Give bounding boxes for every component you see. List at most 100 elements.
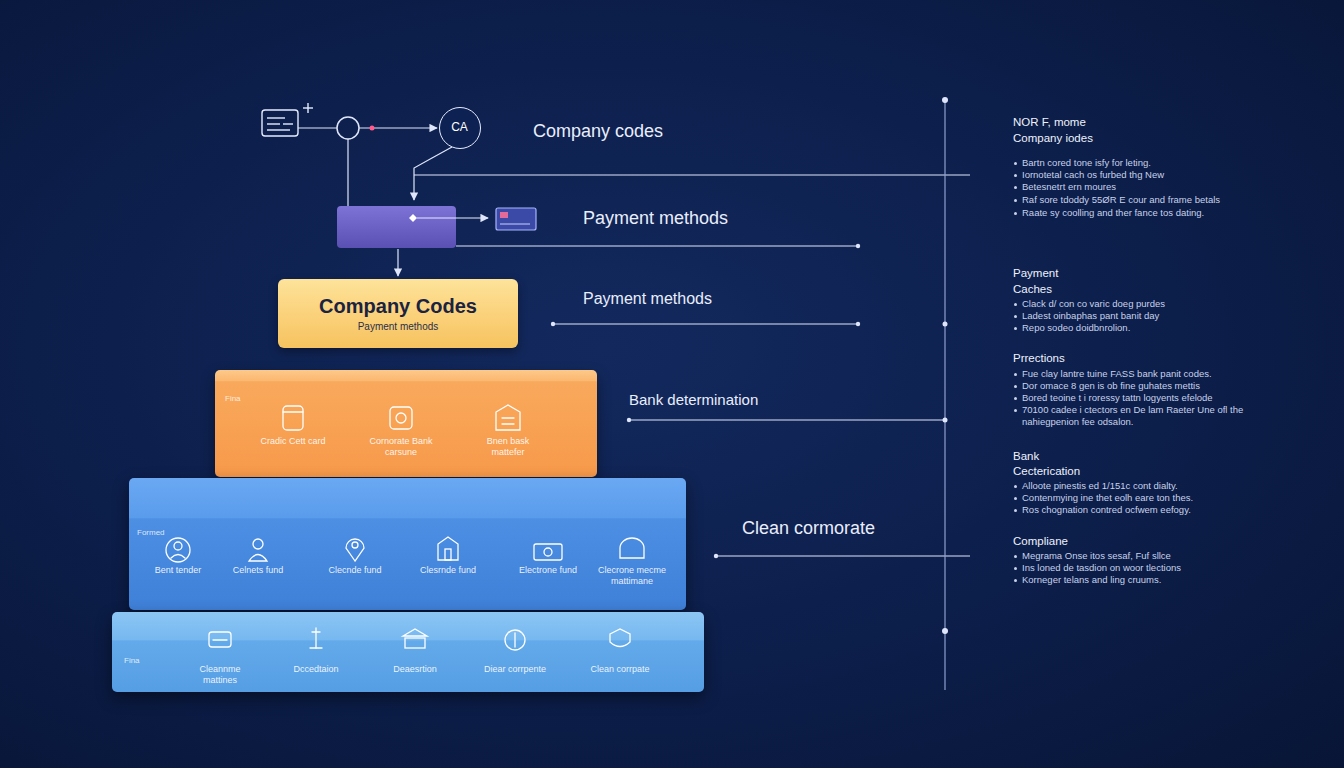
bullet-dot	[1014, 174, 1017, 177]
pin-icon	[346, 539, 364, 561]
icon-label: Clecnde fund	[320, 565, 390, 576]
bullet-item: Ros chognation contred ocfwem eefogy.	[1013, 504, 1263, 516]
section-heading: Compliane	[1013, 535, 1068, 547]
icon-label: Cornorate Bank carsune	[366, 436, 436, 458]
section-heading: Bank	[1013, 450, 1039, 462]
purple-box-arrow	[409, 208, 536, 230]
dollar-icon	[505, 630, 525, 650]
bullet-item: Ladest oinbaphas pant banit day	[1013, 310, 1263, 322]
icon-label: Bnen bask mattefer	[473, 436, 543, 458]
bullet-text: Fue clay lantre tuine FASS bank panit co…	[1022, 368, 1212, 379]
layer-label: Payment methods	[583, 290, 712, 308]
icon-label: Cleannme mattines	[182, 664, 258, 686]
bullet-item: Bored teoine t i roressy tattn logyents …	[1013, 392, 1263, 404]
tool-icon	[310, 628, 322, 648]
bullet-dot	[1014, 373, 1017, 376]
bullet-text: Ladest oinbaphas pant banit day	[1022, 310, 1159, 321]
bullet-item: Dor omace 8 gen is ob fine guhates metti…	[1013, 380, 1263, 392]
bullet-item: Korneger telans and ling cruums.	[1013, 574, 1263, 586]
bullet-dot	[1014, 162, 1017, 165]
box-subtitle: Payment methods	[278, 321, 518, 332]
icon-label: Clesrnde fund	[413, 565, 483, 576]
bullet-dot	[1014, 555, 1017, 558]
bullet-dot	[1014, 509, 1017, 512]
icon-label: Clean corrpate	[582, 664, 658, 675]
bullet-text: Iornotetal cach os furbed thg New	[1022, 169, 1164, 180]
bullet-text: Ins loned de tasdion on woor tlections	[1022, 562, 1181, 573]
slab-tag: Formed	[137, 528, 197, 537]
bullet-text: Alloote pinestis ed 1/151c cont dialty.	[1022, 480, 1178, 491]
bullet-dot	[1014, 567, 1017, 570]
bullet-dot	[1014, 315, 1017, 318]
bullet-text: 70100 cadee i ctectors en De lam Raeter …	[1022, 404, 1243, 427]
card-icon	[262, 103, 313, 136]
bullet-dot	[1014, 212, 1017, 215]
slab-tag: Fina	[225, 394, 285, 403]
section-heading: Caches	[1013, 283, 1052, 295]
bullet-item: Fue clay lantre tuine FASS bank panit co…	[1013, 368, 1263, 380]
section-heading: Company iodes	[1013, 132, 1093, 144]
bullet-item: 70100 cadee i ctectors en De lam Raeter …	[1013, 404, 1263, 428]
node-label: CA	[440, 120, 479, 134]
bullet-dot	[1014, 579, 1017, 582]
bullet-item: Ins loned de tasdion on woor tlections	[1013, 562, 1263, 574]
bullet-dot	[1014, 497, 1017, 500]
bullet-dot	[1014, 397, 1017, 400]
house-icon	[438, 537, 458, 560]
bullet-dot	[1014, 199, 1017, 202]
bullet-text: Repo sodeo doidbnrolion.	[1022, 322, 1130, 333]
bullet-dot	[1014, 385, 1017, 388]
bullet-text: Megrama Onse itos sesaf, Fuf sllce	[1022, 550, 1171, 561]
layer-slab: FinaCradic Cett cardCornorate Bank carsu…	[215, 370, 597, 477]
bullet-text: Korneger telans and ling cruums.	[1022, 574, 1161, 585]
bullet-item: Raf sore tdoddy 55ØR E cour and frame be…	[1013, 194, 1263, 206]
icon-label: Electrone fund	[513, 565, 583, 576]
bullet-item: Contenmying ine thet eolh eare ton thes.	[1013, 492, 1263, 504]
process-circle: CA	[439, 107, 481, 149]
jar-icon	[283, 406, 303, 430]
bullet-text: Bored teoine t i roressy tattn logyents …	[1022, 392, 1213, 403]
bullet-dot	[1014, 303, 1017, 306]
bullet-item: Clack d/ con co varic doeg purdes	[1013, 298, 1263, 310]
bullet-item: Iornotetal cach os furbed thg New	[1013, 169, 1263, 181]
badge-icon	[390, 407, 412, 429]
money-icon	[209, 632, 231, 647]
icon-label: Bent tender	[143, 565, 213, 576]
bullet-item: Alloote pinestis ed 1/151c cont dialty.	[1013, 480, 1263, 492]
dome-icon	[620, 538, 644, 558]
purple-box	[337, 206, 456, 248]
bullet-item: Repo sodeo doidbnrolion.	[1013, 322, 1263, 334]
bullet-text: Ros chognation contred ocfwem eefogy.	[1022, 504, 1191, 515]
bullet-item: Bartn cored tone isfy for leting.	[1013, 157, 1263, 169]
bullet-item: Megrama Onse itos sesaf, Fuf sllce	[1013, 550, 1263, 562]
bullet-dot	[1014, 327, 1017, 330]
bullet-text: Raf sore tdoddy 55ØR E cour and frame be…	[1022, 194, 1220, 205]
layer-label: Clean cormorate	[742, 518, 875, 539]
building-icon	[496, 405, 520, 430]
icon-label: Deaesrtion	[377, 664, 453, 675]
signal-dot	[370, 126, 375, 131]
icon-label: Clecrone mecme mattimane	[597, 565, 667, 587]
bullet-text: Bartn cored tone isfy for leting.	[1022, 157, 1151, 168]
layer-slab: FormedBent tender Celnets fund Clecnde fun…	[129, 478, 686, 610]
bullet-dot	[1014, 409, 1017, 412]
layer-label: Company codes	[533, 121, 663, 142]
bullet-item: Betesnetrt ern moures	[1013, 181, 1263, 193]
layer-slab: FinaCleannme mattinesDccedtaionDeaesrtio…	[112, 612, 704, 692]
icon-label: Diear corrpente	[477, 664, 553, 675]
section-heading: Cecterication	[1013, 465, 1080, 477]
shield-icon	[610, 629, 630, 647]
section-heading: Payment	[1013, 267, 1058, 279]
bank-icon	[403, 629, 427, 648]
layer-label: Bank determination	[629, 391, 758, 408]
bullet-item: Raate sy coolling and ther fance tos dat…	[1013, 207, 1263, 219]
bullet-dot	[1014, 485, 1017, 488]
bullet-text: Betesnetrt ern moures	[1022, 181, 1116, 192]
bullet-text: Dor omace 8 gen is ob fine guhates metti…	[1022, 380, 1200, 391]
icon-label: Celnets fund	[223, 565, 293, 576]
person-icon	[249, 539, 267, 561]
section-heading: NOR F, mome	[1013, 116, 1086, 128]
icon-label: Dccedtaion	[278, 664, 354, 675]
bullet-dot	[1014, 186, 1017, 189]
